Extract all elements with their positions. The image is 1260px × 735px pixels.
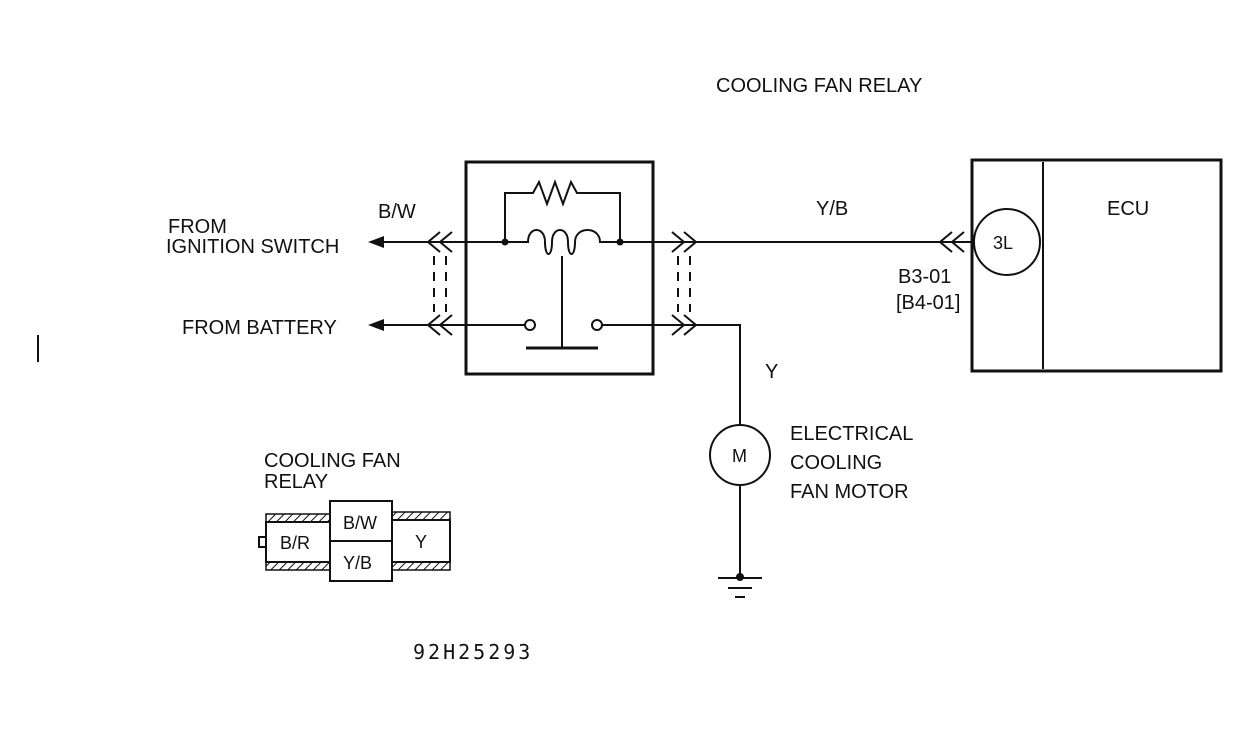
motor-label-3: FAN MOTOR: [790, 481, 909, 503]
wire-label-yb: Y/B: [816, 198, 848, 220]
connector-chevron-icon: [426, 314, 453, 336]
ecu-housing: [970, 158, 1223, 373]
ecu-terminal-circle: [973, 208, 1041, 276]
figure-code: 92H25293: [413, 640, 533, 664]
connector-pin-y: Y: [415, 532, 427, 552]
battery-arrow-icon: [368, 319, 384, 331]
connector-title-1: COOLING FAN: [264, 450, 401, 472]
from-ignition-label-1: FROM: [168, 216, 227, 238]
battery-wire: [368, 314, 525, 336]
connector-chevron-icon: [938, 231, 965, 253]
from-ignition-label-2: IGNITION SWITCH: [166, 236, 339, 258]
connector-pin-br: B/R: [280, 533, 310, 553]
ecu-connector-code-1: B3-01: [898, 266, 951, 288]
connector-pin-yb: Y/B: [343, 553, 372, 573]
relay-contact-left: [524, 319, 536, 331]
relay-housing: [464, 160, 655, 376]
relay-coil-symbol: [505, 229, 620, 255]
connector-chevron-icon: [671, 231, 698, 253]
connector-chevron-icon: [426, 231, 453, 253]
wire-label-y: Y: [765, 361, 778, 383]
fan-motor-symbol: [709, 424, 771, 486]
connector-title-2: RELAY: [264, 471, 328, 493]
ecu-label: ECU: [1107, 198, 1149, 220]
ground-icon: [718, 573, 762, 598]
motor-label-1: ELECTRICAL: [790, 423, 913, 445]
ecu-connector-code-2: [B4-01]: [896, 292, 960, 314]
ignition-arrow-icon: [368, 236, 384, 248]
from-battery-label: FROM BATTERY: [182, 317, 337, 339]
connector-pin-y-cell: [391, 519, 451, 563]
cooling-fan-relay: [464, 160, 655, 376]
connector-latch: [258, 536, 267, 548]
diagram-title: COOLING FAN RELAY: [716, 75, 922, 97]
connector-pin-bw: B/W: [343, 513, 377, 533]
ecu-module: 3L ECU: [970, 158, 1223, 373]
y-wire: [602, 314, 741, 577]
wire-label-bw: B/W: [378, 201, 416, 223]
relay-connector-face: COOLING FAN RELAY B/R B/W Y/B Y: [258, 450, 451, 582]
relay-contact-right: [591, 319, 603, 331]
yb-wire: [620, 231, 972, 253]
motor-symbol-label: M: [732, 446, 747, 466]
resistor-symbol: [504, 179, 621, 242]
ignition-wire: [368, 231, 505, 253]
ecu-terminal-label: 3L: [993, 233, 1013, 253]
motor-label-2: COOLING: [790, 452, 882, 474]
connector-chevron-icon: [671, 314, 698, 336]
